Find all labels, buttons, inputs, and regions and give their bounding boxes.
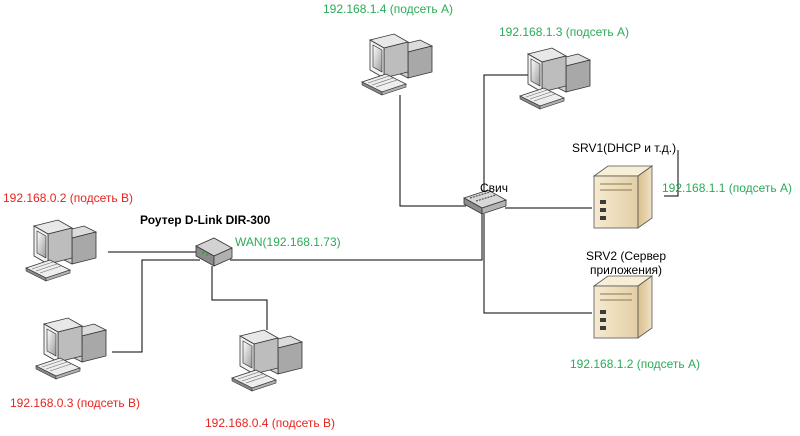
tower-server-icon (593, 165, 653, 229)
pc-b3-address: 192.168.0.3 (подсеть В) (10, 396, 140, 410)
srv2-address: 192.168.1.2 (подсеть А) (570, 357, 700, 371)
srv2-title-line2: приложения) (589, 263, 663, 277)
network-switch-icon (463, 189, 507, 215)
srv1-title: SRV1(DHCP и т.д.) (572, 141, 677, 155)
link-pc-b4-router (211, 266, 268, 330)
pc-b4-address: 192.168.0.4 (подсеть В) (205, 416, 335, 430)
tower-server-icon (593, 275, 653, 339)
srv1-ip-leader (664, 150, 679, 197)
desktop-computer-icon (35, 317, 107, 380)
link-switch-srv2 (483, 214, 592, 314)
switch-label: Свич (480, 181, 508, 195)
srv2-title: SRV2 (Сервер приложения) (566, 249, 686, 277)
router-title: Роутер D-Link DIR-300 (140, 213, 271, 227)
desktop-computer-icon (25, 219, 97, 282)
network-links (108, 74, 679, 353)
link-pc-b3-router (112, 259, 200, 353)
pc-a3-address: 192.168.1.3 (подсеть А) (499, 25, 629, 39)
pc-b2-address: 192.168.0.2 (подсеть В) (3, 191, 133, 205)
router-icon (195, 237, 233, 267)
desktop-computer-icon (231, 329, 303, 392)
srv2-title-line1: SRV2 (Сервер (585, 249, 667, 263)
desktop-computer-icon (519, 47, 591, 110)
srv1-address: 192.168.1.1 (подсеть А) (662, 181, 792, 195)
link-router-switch (230, 214, 483, 261)
link-pc-a4-switch (399, 95, 466, 207)
link-pc-a3-switch (483, 74, 536, 196)
router-wan-address: WAN(192.168.1.73) (235, 235, 341, 249)
desktop-computer-icon (361, 33, 433, 96)
pc-a4-address: 192.168.1.4 (подсеть А) (323, 2, 453, 16)
